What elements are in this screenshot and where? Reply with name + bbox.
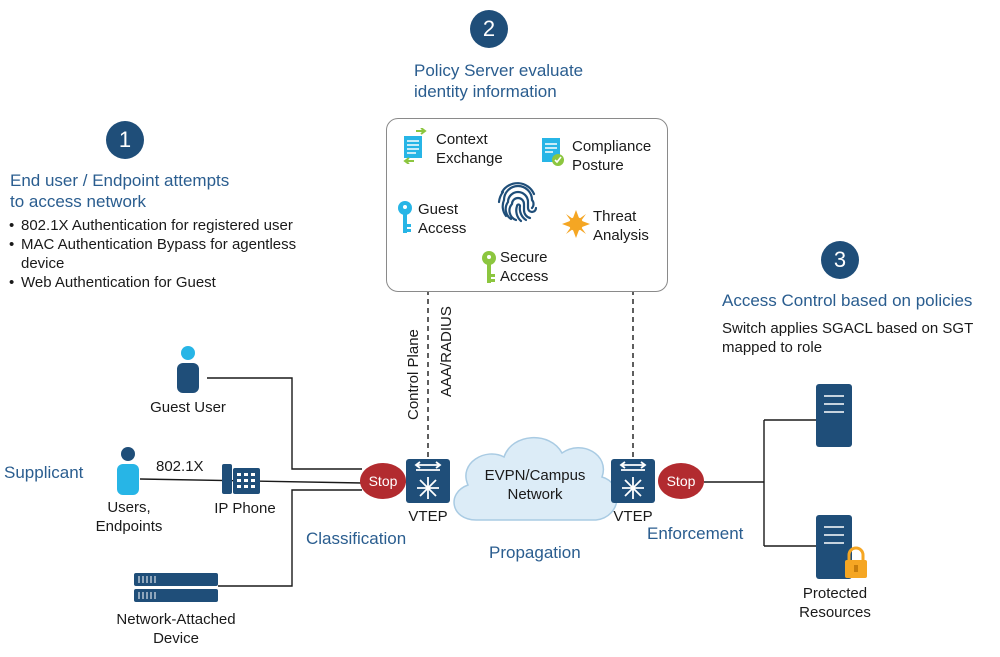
- switch-arrows-icon: [619, 461, 647, 499]
- vtep-switch-right: [611, 459, 655, 503]
- bullet-dot1x: 802.1X Authentication for registered use…: [9, 216, 349, 235]
- step-2-title: Policy Server evaluate identity informat…: [414, 60, 583, 102]
- guest-user-icon: [177, 346, 199, 393]
- enforcement-label: Enforcement: [647, 524, 744, 543]
- secure-access-label: Secure Access: [500, 248, 548, 286]
- step-2-title-line1: Policy Server evaluate: [414, 61, 584, 80]
- step-3-desc-line2: mapped to role: [722, 339, 823, 356]
- step-1-title-line1: End user / Endpoint attempts: [10, 171, 230, 190]
- vtep-switch-left: [406, 459, 450, 503]
- protected-resources-label: Protected Resources: [780, 584, 890, 622]
- cloud-line2: Network: [507, 486, 563, 503]
- bullet-mab-line2: device: [21, 255, 65, 272]
- compliance-posture-line2: Posture: [572, 157, 624, 174]
- classification-label: Classification: [306, 529, 407, 548]
- secure-access-key-icon: [482, 251, 496, 283]
- users-endpoints-label: Users, Endpoints: [84, 498, 174, 536]
- protected-server-icon: [816, 515, 867, 579]
- control-plane-label: Control Plane: [405, 329, 422, 420]
- step-1-title-line2: to access network: [10, 192, 147, 211]
- guest-access-label: Guest Access: [418, 200, 466, 238]
- evpn-cloud-label: EVPN/Campus Network: [470, 466, 600, 504]
- stop-badge-left: Stop: [360, 463, 406, 499]
- context-exchange-label: Context Exchange: [436, 130, 503, 168]
- bullet-mab: MAC Authentication Bypass for agentless d…: [9, 235, 349, 273]
- step-3-description: Switch applies SGACL based on SGT mapped…: [722, 319, 973, 357]
- switch-arrows-icon: [414, 461, 442, 499]
- nad-line2: Device: [153, 630, 199, 647]
- guest-access-key-icon: [398, 201, 412, 233]
- step-3-desc-line1: Switch applies SGACL based on SGT: [722, 320, 974, 337]
- ip-phone-label: IP Phone: [214, 500, 276, 517]
- aaa-radius-label: AAA/RADIUS: [438, 306, 455, 397]
- guest-access-line1: Guest: [418, 201, 459, 218]
- guest-access-line2: Access: [418, 220, 467, 237]
- server-icon: [816, 384, 852, 447]
- context-exchange-line1: Context: [436, 131, 488, 148]
- protected-line1: Protected: [802, 585, 868, 602]
- step-2-badge: 2: [470, 10, 508, 48]
- guest-user-label: Guest User: [150, 399, 226, 416]
- vtep-label-right: VTEP: [613, 508, 653, 525]
- threat-analysis-label: Threat Analysis: [593, 207, 649, 245]
- secure-access-line1: Secure: [500, 249, 548, 266]
- threat-analysis-line1: Threat: [593, 208, 637, 225]
- compliance-posture-icon: [542, 138, 564, 166]
- vtep-label-left: VTEP: [408, 508, 448, 525]
- step-3-title: Access Control based on policies: [722, 291, 973, 310]
- network-attached-device-icon: [134, 573, 218, 602]
- protected-line2: Resources: [799, 604, 871, 621]
- bullet-mab-line1: MAC Authentication Bypass for agentless: [21, 236, 297, 253]
- step-2-title-line2: identity information: [414, 82, 557, 101]
- secure-access-line2: Access: [500, 268, 549, 285]
- context-exchange-line2: Exchange: [436, 150, 503, 167]
- stop-badge-right: Stop: [658, 463, 704, 499]
- bullet-webauth: Web Authentication for Guest: [9, 273, 349, 292]
- cloud-line1: EVPN/Campus: [484, 467, 586, 484]
- users-endpoints-icon: [117, 447, 139, 495]
- guest-user-link: [207, 377, 362, 470]
- ip-phone-icon: [222, 464, 260, 494]
- step-1-badge: 1: [106, 121, 144, 159]
- fingerprint-icon: [497, 182, 538, 223]
- context-exchange-icon: [403, 128, 427, 164]
- network-attached-device-label: Network-Attached Device: [96, 610, 256, 648]
- compliance-posture-label: Compliance Posture: [572, 137, 651, 175]
- supplicant-label: Supplicant: [4, 463, 84, 482]
- step-1-bullets: 802.1X Authentication for registered use…: [9, 216, 349, 292]
- threat-analysis-line2: Analysis: [593, 227, 649, 244]
- step-3-badge: 3: [821, 241, 859, 279]
- dot1x-label: 802.1X: [156, 458, 204, 475]
- users-endpoints-line2: Endpoints: [95, 518, 163, 535]
- threat-analysis-icon: [562, 210, 590, 238]
- propagation-label: Propagation: [489, 543, 581, 562]
- nad-link: [218, 489, 362, 587]
- step-1-title: End user / Endpoint attempts to access n…: [10, 170, 229, 212]
- nad-line1: Network-Attached: [116, 611, 236, 628]
- compliance-posture-line1: Compliance: [572, 138, 652, 155]
- users-endpoints-line1: Users,: [107, 499, 151, 516]
